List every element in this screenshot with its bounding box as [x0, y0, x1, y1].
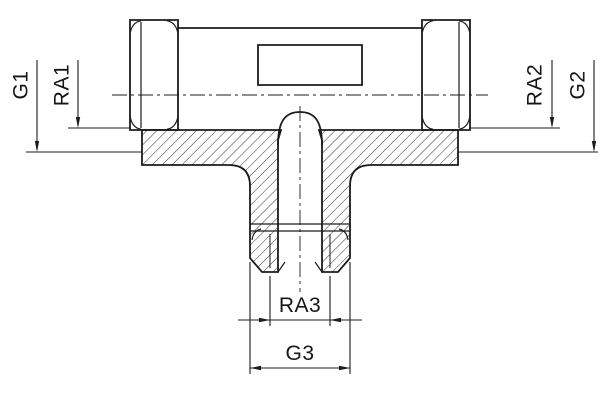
thread-lines: [269, 234, 331, 268]
dim-label-ra1: RA1: [50, 64, 73, 106]
arrow-g3-right: [339, 365, 350, 371]
arrow-ra3-left: [259, 317, 270, 323]
dim-label-ra2: RA2: [523, 64, 546, 106]
arrow-g2: [591, 141, 597, 152]
right-hex-nut: [421, 19, 471, 131]
arrowheads: [34, 117, 597, 371]
section-right: [317, 129, 459, 273]
dim-label-g1: G1: [9, 70, 32, 99]
dimensions: [26, 60, 598, 374]
dim-label-ra3: RA3: [279, 294, 321, 317]
centerlines: [112, 94, 488, 292]
section-left: [141, 129, 283, 273]
top-port: [257, 44, 363, 86]
arrow-ra2: [549, 117, 555, 128]
left-hex-nut: [129, 19, 179, 131]
section-hatching: [141, 129, 459, 273]
arrow-ra3-right: [330, 317, 341, 323]
dim-label-g3: G3: [285, 342, 314, 365]
dim-label-g2: G2: [566, 70, 589, 99]
arrow-g1: [34, 141, 40, 152]
dimension-labels: G1 RA1 RA2 G2 RA3 G3: [9, 64, 589, 365]
arrow-ra1: [75, 117, 81, 128]
arrow-g3-left: [250, 365, 261, 371]
